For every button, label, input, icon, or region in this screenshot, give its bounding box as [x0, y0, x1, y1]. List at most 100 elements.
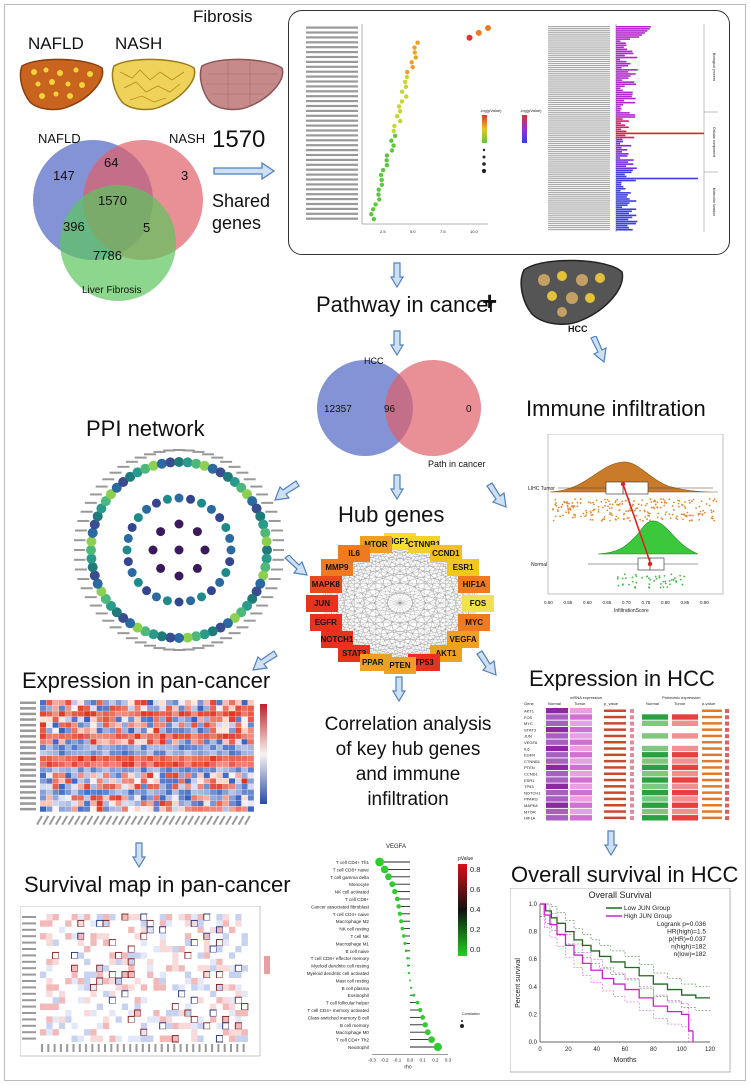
surv-cell — [134, 1029, 141, 1036]
immune-tick: 0.90 — [700, 600, 709, 605]
hub-edge — [375, 552, 446, 663]
diagonal-arrow-icon — [274, 480, 300, 501]
tumor-point — [614, 518, 617, 521]
heat-cell — [197, 761, 204, 767]
term-label-line — [548, 75, 610, 77]
bar-mark — [616, 40, 621, 42]
surv-cell — [140, 1035, 148, 1042]
hcc-prot-normal — [642, 720, 668, 726]
bar-mark — [616, 196, 627, 198]
heat-cell — [115, 705, 122, 711]
surv-cell — [210, 1003, 217, 1010]
surv-cell — [84, 1022, 91, 1030]
term-label-line — [548, 210, 610, 212]
surv-cell — [90, 984, 97, 991]
surv-cell — [222, 933, 229, 940]
surv-cell — [52, 978, 59, 985]
heat-cell — [77, 750, 84, 756]
tumor-point — [703, 511, 706, 514]
hcc-flag — [630, 765, 634, 770]
heat-cell — [103, 761, 109, 767]
hcc-prot-flag — [725, 809, 729, 814]
heat-cell — [216, 728, 223, 734]
surv-cell — [241, 1003, 248, 1010]
surv-cell — [90, 1035, 97, 1042]
surv-cell — [40, 946, 47, 953]
surv-cell — [172, 958, 179, 966]
surv-cell — [191, 933, 198, 940]
surv-cell — [46, 952, 53, 959]
surv-cell — [52, 971, 59, 978]
heat-cell — [210, 772, 217, 779]
heat-cell — [71, 750, 78, 756]
surv-cell — [52, 984, 59, 991]
dot-point — [379, 177, 384, 183]
ppi-node — [199, 629, 210, 640]
tumor-point — [713, 519, 716, 522]
heat-cell — [96, 728, 103, 734]
surv-legend — [264, 956, 270, 974]
heat-cell — [178, 806, 185, 812]
surv-cell — [52, 958, 59, 966]
ppi-node — [133, 577, 143, 587]
heat-cell — [229, 744, 235, 751]
bar-mark — [616, 64, 628, 67]
heat-cell — [153, 733, 160, 739]
bar-mark — [616, 228, 633, 231]
surv-cell — [109, 1022, 116, 1030]
heat-cell — [40, 756, 46, 762]
dot-legend-size — [482, 162, 486, 166]
term-label-line — [548, 91, 610, 93]
term-label-line — [306, 26, 358, 29]
heat-cell — [222, 784, 229, 790]
surv-cell — [71, 933, 78, 940]
surv-cell — [172, 952, 179, 959]
hub-gene-node: IL6 — [338, 544, 371, 562]
surv-cell — [153, 1035, 160, 1042]
term-label-line — [306, 217, 358, 220]
surv-cell — [210, 933, 217, 940]
surv-cell — [203, 946, 211, 953]
tumor-point — [571, 504, 574, 507]
lolli-cell-label: Macrophage M1 — [336, 941, 370, 946]
term-label-line — [548, 208, 610, 210]
tumor-point — [600, 500, 603, 503]
ppi-node — [182, 457, 193, 468]
tumor-point — [562, 514, 564, 517]
term-label-line — [548, 46, 610, 48]
surv-cell — [128, 1035, 135, 1042]
surv-cell — [103, 958, 110, 966]
surv-cell — [159, 933, 166, 940]
surv-cell — [229, 1016, 236, 1023]
dot-legend-title: -log(pValue) — [480, 108, 502, 113]
dot-point — [370, 207, 376, 212]
heat-cell — [184, 806, 191, 812]
heat-cell — [222, 767, 229, 773]
hub-edge — [399, 540, 425, 662]
km-low-ci — [540, 903, 710, 988]
hcc-gene-name: HIF1A — [524, 816, 536, 821]
surv-cell — [172, 971, 179, 978]
surv-cell — [96, 978, 103, 985]
bar-mark — [616, 30, 648, 32]
surv-cell — [222, 1016, 229, 1023]
surv-cell — [134, 1035, 141, 1042]
heat-cell — [46, 772, 53, 779]
ppi-node-label — [173, 649, 185, 651]
ppi-node — [86, 553, 97, 564]
surv-cell — [203, 1016, 211, 1023]
normal-point — [635, 575, 638, 578]
surv-cell — [197, 1016, 204, 1023]
bar-mark — [616, 130, 627, 133]
tumor-point — [680, 513, 683, 516]
surv-cell — [84, 1010, 91, 1017]
heat-cell — [166, 789, 172, 795]
surv-cell — [241, 1010, 248, 1017]
ppi-node — [174, 493, 184, 503]
tumor-point — [554, 515, 557, 518]
term-label-line — [548, 56, 610, 58]
surv-row-label — [22, 980, 36, 982]
bar-mark — [616, 75, 631, 77]
ppi-node — [258, 570, 269, 581]
surv-cell — [58, 990, 66, 998]
